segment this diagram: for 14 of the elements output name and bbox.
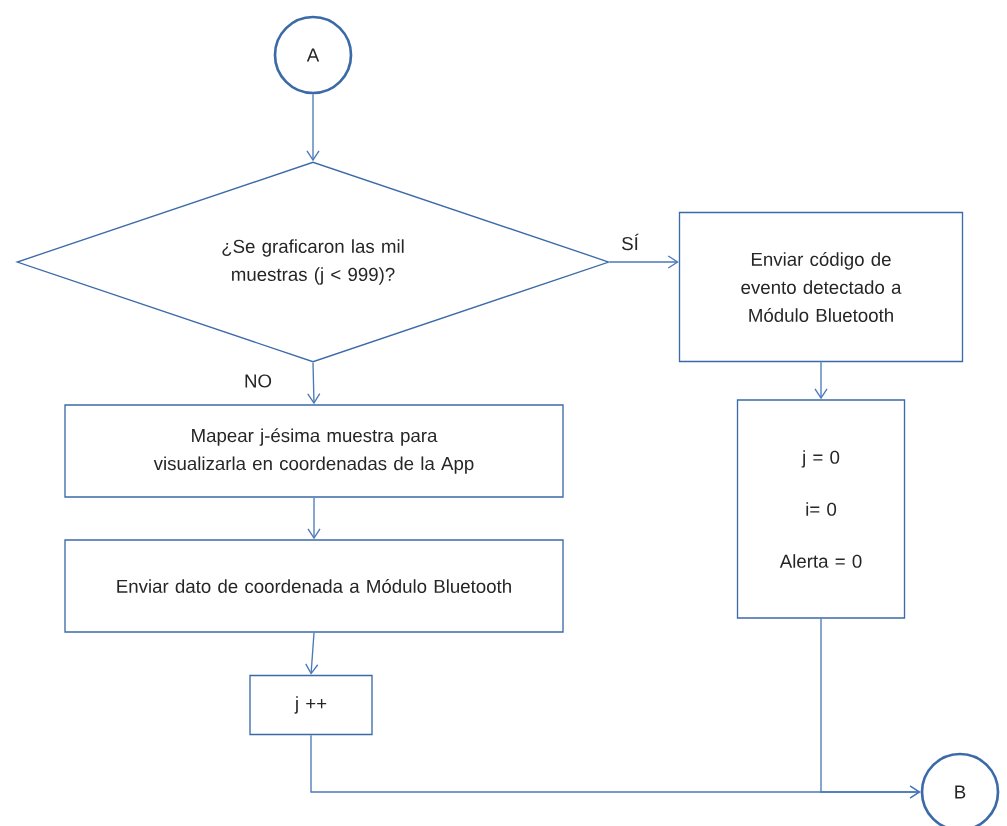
process-box: Enviar dato de coordenada a Módulo Bluetooth bbox=[64, 539, 564, 633]
process-box: j = 0 i= 0 Alerta = 0 bbox=[736, 399, 906, 619]
arrow bbox=[307, 362, 321, 405]
arrow bbox=[814, 361, 828, 400]
arrow bbox=[306, 93, 320, 162]
process-box: j ++ bbox=[249, 674, 373, 736]
process-box: Mapear j-ésima muestra para visualizarla en coordenadas de la App bbox=[64, 404, 564, 498]
arrow bbox=[609, 255, 679, 269]
arrow bbox=[305, 632, 319, 675]
edge-label: SÍ bbox=[619, 232, 641, 252]
edge-label: NO bbox=[242, 373, 274, 389]
arrow bbox=[820, 618, 921, 799]
arrow bbox=[307, 497, 321, 540]
process-box: Enviar código de evento detectado a Módulo Bluetooth bbox=[678, 211, 964, 363]
